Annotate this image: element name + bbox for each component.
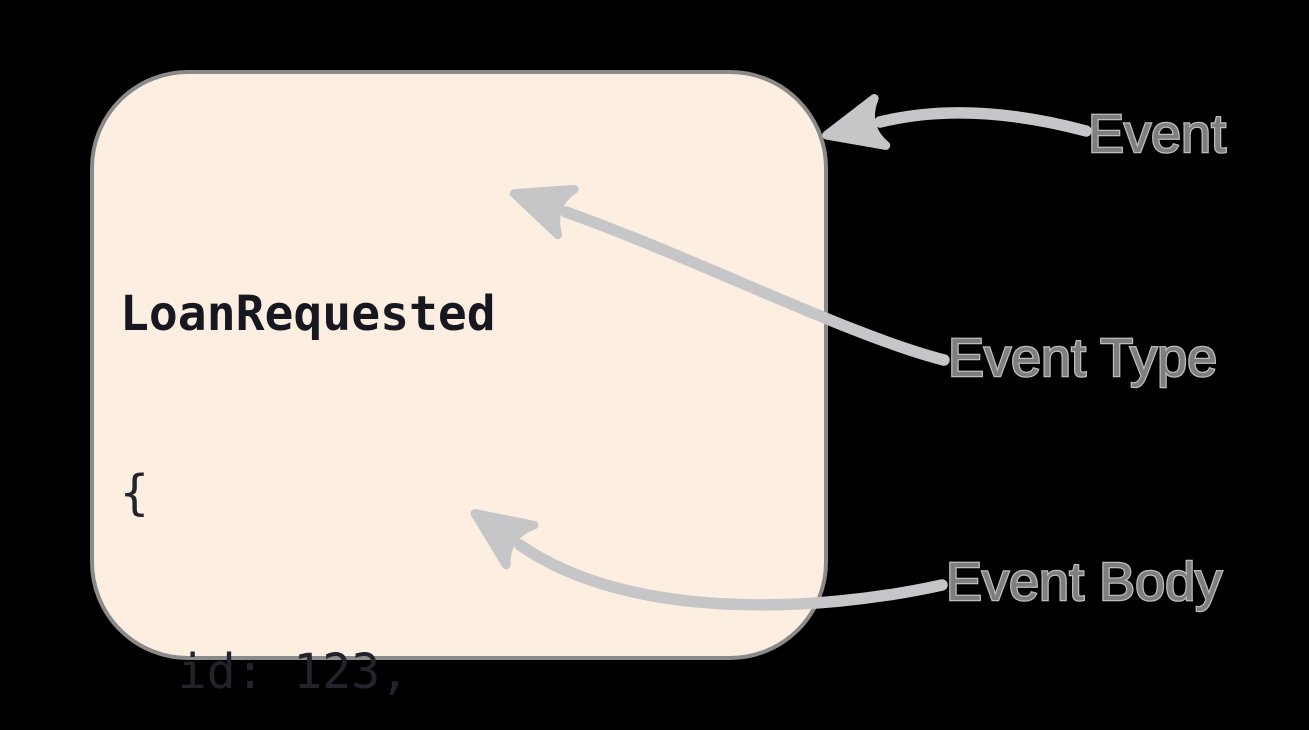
event-label: Event — [1088, 104, 1226, 164]
event-body-field-id: id: 123, — [120, 644, 409, 700]
event-type-label: Event Type — [948, 328, 1217, 388]
event-arrow — [822, 94, 1092, 150]
event-type-name: LoanRequested — [120, 286, 496, 342]
event-body-open-brace: { — [120, 465, 149, 521]
event-body-label: Event Body — [946, 552, 1222, 612]
event-code: LoanRequested { id: 123, amount: 100, bo… — [120, 169, 785, 730]
